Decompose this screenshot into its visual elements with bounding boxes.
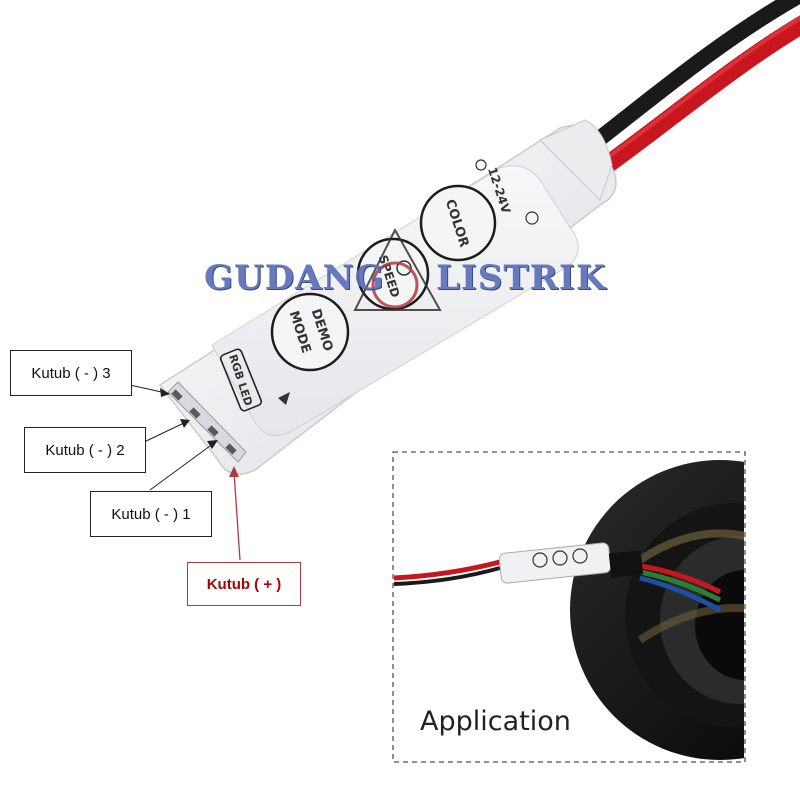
color-button: COLOR <box>419 184 497 262</box>
rgb-controller: COLOR SPEED MODE DEMO 12-24V RGB LED <box>158 119 617 475</box>
callout-arrows <box>129 384 241 561</box>
callout-positive: Kutub ( + ) <box>187 562 301 606</box>
mode-button: MODE DEMO <box>270 292 350 372</box>
watermark-text-right: LISTRIK <box>436 258 607 298</box>
application-label: Application <box>420 706 571 737</box>
watermark-text-left: GUDANG <box>204 258 385 298</box>
connector-pins <box>167 381 247 463</box>
negative-symbol-icon <box>475 159 487 171</box>
power-cable <box>577 0 800 179</box>
callout-negative-1: Kutub ( - ) 1 <box>90 491 212 537</box>
watermark-logo <box>353 227 442 311</box>
application-inset <box>392 451 746 763</box>
positive-symbol-icon <box>525 211 539 225</box>
callout-negative-2: Kutub ( - ) 2 <box>24 427 146 473</box>
arrow-icon <box>278 392 290 405</box>
callout-negative-3: Kutub ( - ) 3 <box>10 350 132 396</box>
